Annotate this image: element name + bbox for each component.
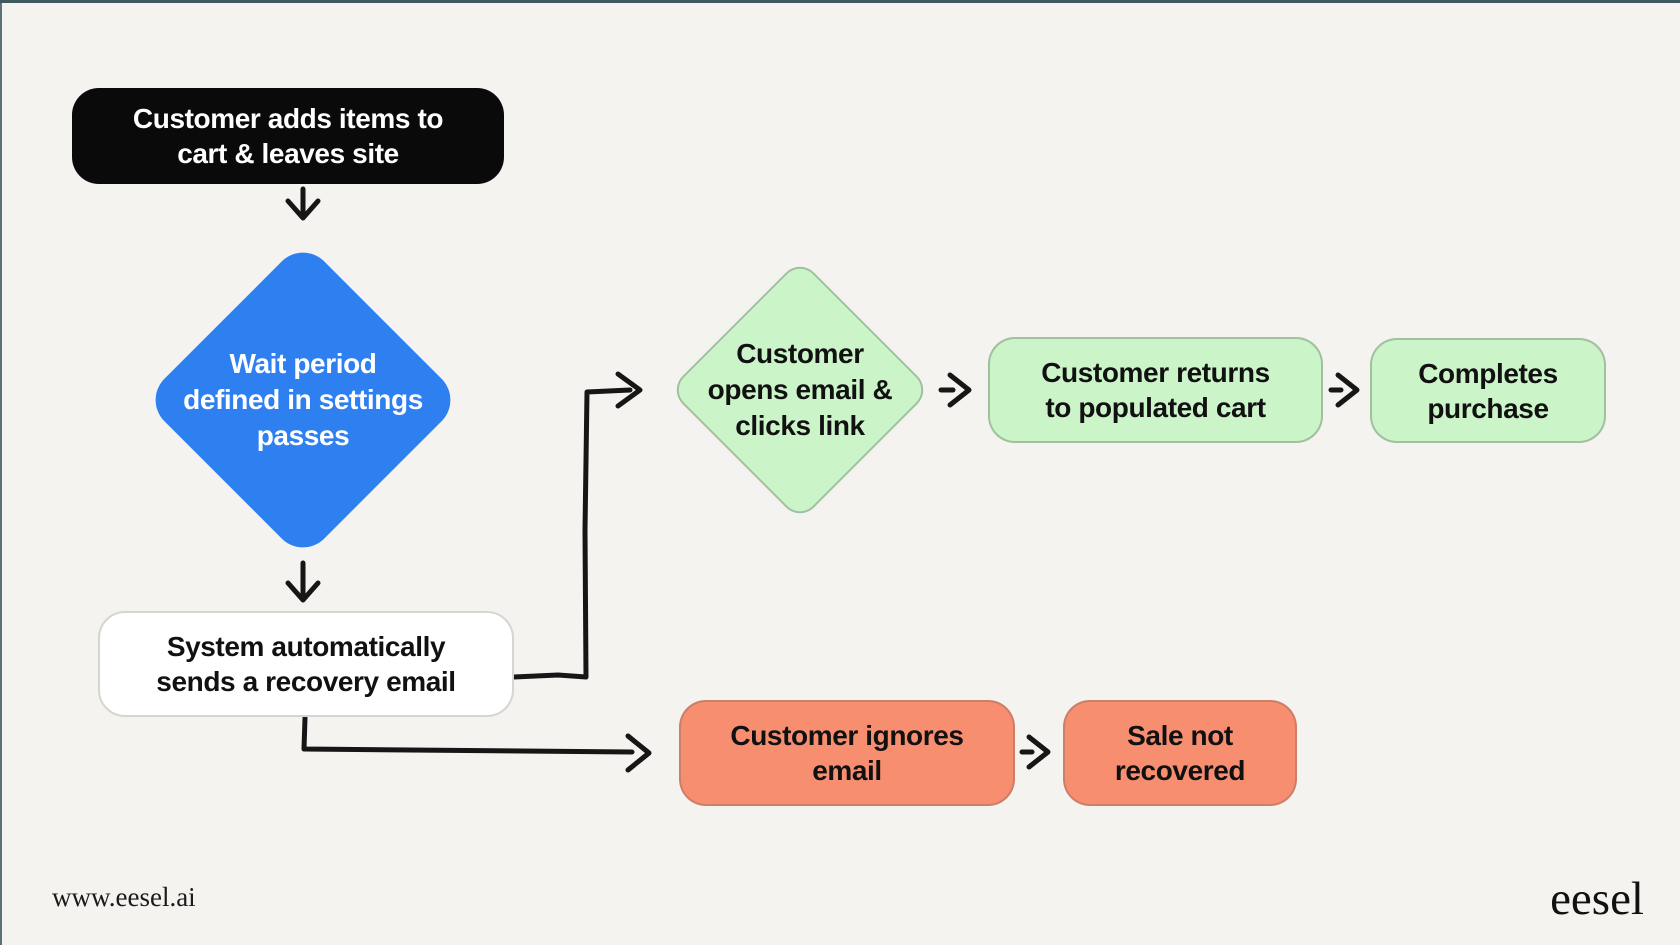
eesel-logo: eesel [1550, 873, 1644, 925]
window-left-edge [0, 0, 2, 945]
edge-wait-to-send [285, 560, 321, 603]
edge-opens-to-returns [938, 372, 972, 408]
edge-send-to-ignores [301, 715, 652, 773]
node-completes-purchase: Completes purchase [1370, 338, 1606, 443]
edge-returns-to-completes [1328, 372, 1360, 408]
node-system-sends-recovery-email: System automatically sends a recovery em… [98, 611, 514, 717]
node-customer-ignores-email: Customer ignores email [679, 700, 1015, 806]
node-sale-not-recovered: Sale not recovered [1063, 700, 1297, 806]
node-customer-adds-items: Customer adds items to cart & leaves sit… [72, 88, 504, 184]
window-top-edge [0, 0, 1680, 3]
edge-send-to-opens [511, 371, 643, 680]
node-opens-email-label: Customer opens email & clicks link [707, 338, 893, 441]
edge-start-to-wait [285, 186, 321, 221]
node-wait-period-label: Wait period defined in settings passes [183, 348, 423, 451]
website-url: www.eesel.ai [52, 882, 196, 912]
edge-ignores-to-sale [1019, 734, 1051, 770]
node-customer-returns-to-cart: Customer returns to populated cart [988, 337, 1323, 443]
